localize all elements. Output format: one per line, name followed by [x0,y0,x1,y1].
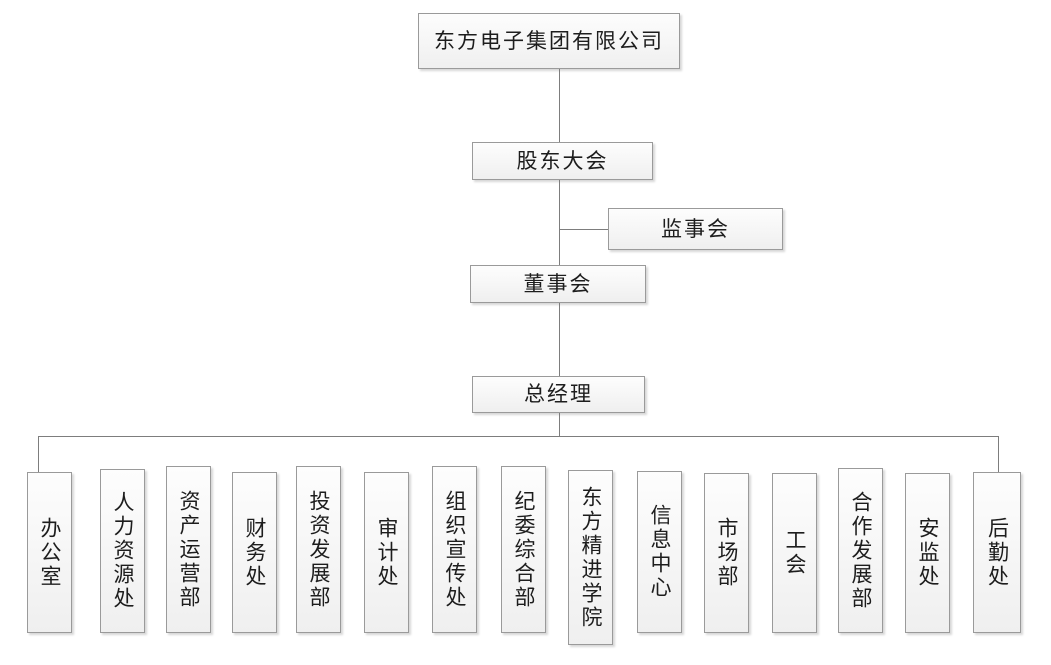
node-department-marketing[interactable]: 市场部 [704,473,749,633]
node-label: 东方电子集团有限公司 [434,28,664,53]
node-board-of-directors[interactable]: 董事会 [470,265,646,303]
node-department-safety-supervision[interactable]: 安监处 [905,473,950,633]
node-label: 人力资源处 [110,491,135,611]
node-department-organization-publicity[interactable]: 组织宣传处 [432,466,477,633]
node-label: 纪委综合部 [511,489,536,610]
node-label: 资产运营部 [176,489,201,610]
connector-root-to-shareholders [559,69,560,142]
node-label: 合作发展部 [848,490,873,611]
node-department-labor-union[interactable]: 工会 [772,473,817,633]
node-department-information-center[interactable]: 信息中心 [637,471,682,633]
node-department-asset-operation[interactable]: 资产运营部 [166,466,211,633]
node-label: 董事会 [523,271,593,296]
connector-bus-drop-left [38,436,39,472]
connector-bus-drop-right [998,436,999,472]
node-label: 财务处 [242,516,267,589]
node-label: 办公室 [37,516,62,589]
node-label: 组织宣传处 [442,489,467,610]
node-label: 后勤处 [985,516,1010,589]
node-label: 审计处 [374,516,399,589]
node-department-cooperation-development[interactable]: 合作发展部 [838,468,883,633]
node-department-human-resources[interactable]: 人力资源处 [100,469,145,633]
node-department-dongfang-academy[interactable]: 东方精进学院 [568,470,613,645]
node-label: 安监处 [915,517,940,589]
node-label: 市场部 [714,517,739,589]
node-supervisory-board[interactable]: 监事会 [608,208,783,250]
node-label: 工会 [782,529,807,577]
node-department-audit[interactable]: 审计处 [364,472,409,633]
node-department-discipline-committee[interactable]: 纪委综合部 [501,466,546,633]
node-label: 东方精进学院 [578,485,603,630]
node-label: 监事会 [661,216,730,241]
node-label: 投资发展部 [306,489,331,610]
node-department-office[interactable]: 办公室 [27,472,72,633]
node-department-finance[interactable]: 财务处 [232,472,277,633]
node-label: 总经理 [524,382,593,406]
node-label: 股东大会 [516,148,609,173]
node-label: 信息中心 [647,504,672,600]
node-company-root[interactable]: 东方电子集团有限公司 [418,13,680,69]
connector-department-bus [38,436,998,437]
node-department-logistics[interactable]: 后勤处 [973,472,1021,633]
node-general-manager[interactable]: 总经理 [472,376,645,413]
node-shareholders-meeting[interactable]: 股东大会 [472,142,653,180]
connector-spine-to-supervisory [559,229,608,230]
connector-shareholders-spine [559,180,560,265]
connector-board-to-manager [559,303,560,376]
node-department-investment-development[interactable]: 投资发展部 [296,466,341,633]
connector-manager-to-bus [559,413,560,436]
